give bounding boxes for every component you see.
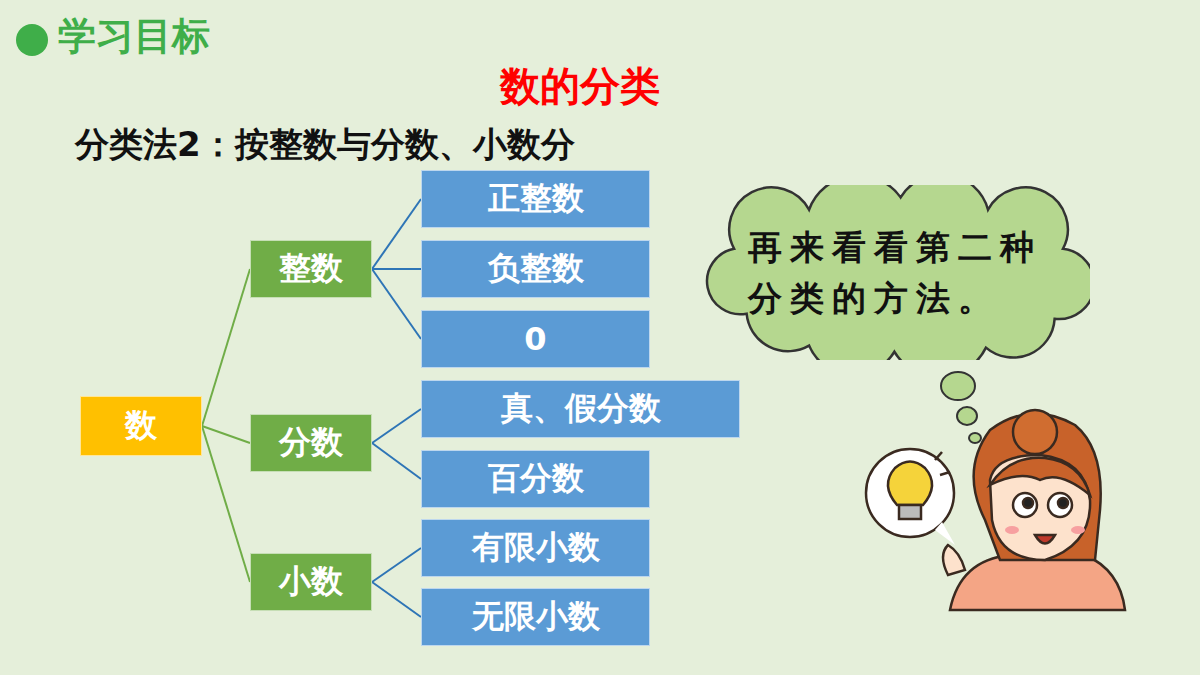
diagram-title: 数的分类 [500, 62, 660, 110]
box-label: 百分数 [488, 457, 584, 501]
box-label: 真、假分数 [501, 387, 661, 431]
method-subtitle: 分类法2：按整数与分数、小数分 [75, 124, 575, 165]
tree-connector [202, 269, 250, 426]
tree-connector [372, 199, 421, 269]
tree-connector [372, 443, 421, 479]
leaf-box: 无限小数 [421, 588, 650, 646]
box-label: 分数 [279, 421, 343, 465]
girl-figure [866, 410, 1125, 610]
section-header: 学习目标 [58, 14, 210, 60]
leaf-box: 0 [421, 310, 650, 368]
box-label: 负整数 [488, 247, 584, 291]
leaf-box: 负整数 [421, 240, 650, 298]
header-dot [16, 24, 48, 56]
tree-connector [202, 426, 250, 443]
box-label: 有限小数 [472, 526, 600, 570]
thought-bubble [969, 433, 981, 443]
tree-connector [372, 409, 421, 443]
leaf-box: 正整数 [421, 170, 650, 228]
category-box: 整数 [250, 240, 372, 298]
tree-connector [202, 426, 250, 582]
tree-connector [372, 269, 421, 339]
leaf-box: 百分数 [421, 450, 650, 508]
cloud-text: 再来看看第二种分类的方法。 [748, 222, 1048, 324]
thought-bubble [941, 372, 975, 400]
tree-connector [372, 582, 421, 617]
category-box: 小数 [250, 553, 372, 611]
speech-cloud: 再来看看第二种分类的方法。 [705, 185, 1090, 360]
box-label: 小数 [279, 560, 343, 604]
cloud-outline [705, 185, 1090, 360]
thought-bubble [957, 407, 977, 425]
leaf-box: 有限小数 [421, 519, 650, 577]
root-box: 数 [80, 396, 202, 456]
box-label: 无限小数 [472, 595, 600, 639]
box-label: 整数 [279, 247, 343, 291]
leaf-box: 真、假分数 [421, 380, 740, 438]
category-box: 分数 [250, 414, 372, 472]
box-label: 数 [125, 404, 157, 448]
box-label: 正整数 [488, 177, 584, 221]
tree-connector [372, 268, 421, 270]
box-label: 0 [524, 320, 546, 358]
tree-connector [372, 548, 421, 582]
